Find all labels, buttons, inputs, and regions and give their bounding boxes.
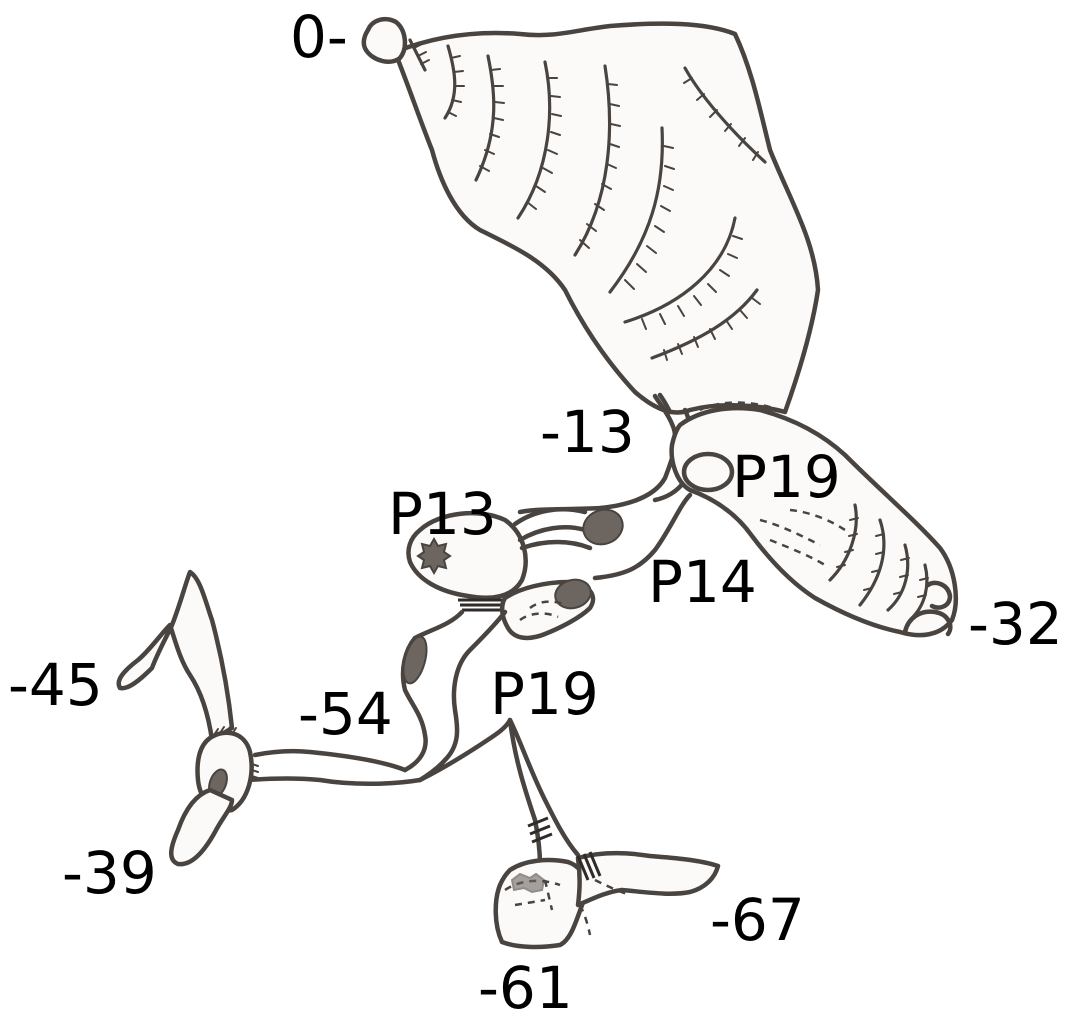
label-pitch-p19-lower: P19	[490, 660, 599, 728]
chamber-61-wall	[493, 857, 588, 950]
entrance-shaft	[361, 17, 821, 415]
p14-chamber	[499, 578, 596, 641]
pitch-labels: P13 P14 P19 P19	[388, 443, 841, 728]
p13-side-boulder	[582, 508, 624, 546]
arm-67-wall	[575, 850, 721, 908]
p13-hatch-bottom	[458, 598, 505, 612]
label-pitch-p13: P13	[388, 480, 497, 548]
label-depth-45: -45	[8, 651, 103, 719]
p13-chamber	[406, 507, 624, 612]
label-pitch-p14: P14	[648, 548, 757, 616]
west-branch	[116, 569, 423, 867]
lower-shaft	[400, 609, 508, 783]
west-passage-upper	[252, 748, 408, 773]
label-depth-67: -67	[710, 886, 805, 954]
lower-shaft-boulder	[402, 635, 428, 685]
label-pitch-p19-upper: P19	[732, 443, 841, 511]
label-depth-32: -32	[968, 590, 1063, 658]
p19-upper-mouth	[681, 451, 735, 493]
west-passage-lower	[245, 776, 423, 786]
entrance-shaft-wall	[392, 21, 821, 415]
depth-labels: 0- -13 -32 -45 -54 -39 -61 -67	[8, 3, 1063, 1012]
p13-chamber-wall	[406, 510, 528, 600]
label-depth-54: -54	[298, 680, 393, 748]
arm-45-wall	[116, 569, 235, 743]
p19-upper-shaft	[669, 401, 959, 638]
label-depth-13: -13	[540, 398, 635, 466]
lower-shaft-left-wall	[400, 609, 465, 773]
label-depth-61: -61	[478, 954, 573, 1012]
lower-shaft-right-wall	[417, 609, 508, 783]
label-depth-39: -39	[62, 839, 157, 907]
p13-star-marker	[416, 536, 452, 576]
label-depth-0: 0-	[290, 3, 348, 71]
south-passage-right	[507, 717, 581, 858]
p19-upper-wall	[669, 405, 959, 638]
arm-39-wall	[169, 787, 235, 867]
entrance-knob	[361, 17, 408, 64]
slope-hachures	[408, 38, 767, 361]
south-branch	[417, 717, 721, 950]
chamber-61-rubble	[510, 872, 546, 894]
p14-boulder	[554, 578, 592, 610]
